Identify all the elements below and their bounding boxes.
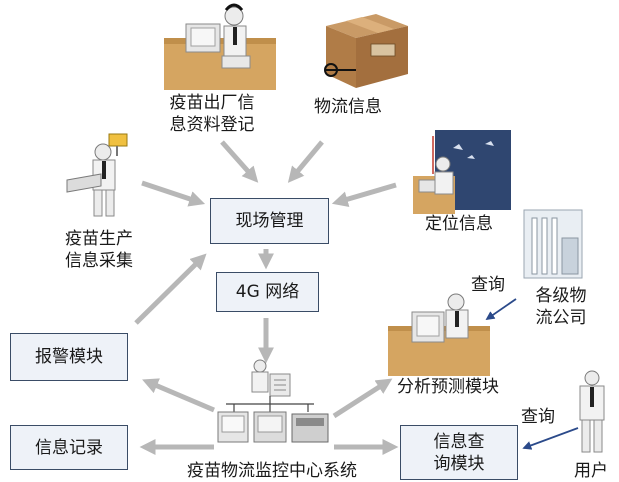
arrow-registration-to-site: [220, 140, 259, 183]
location-monitor-icon: [413, 130, 511, 214]
info-query-box: 信息查询模块: [400, 425, 518, 480]
info-record-box: 信息记录: [10, 425, 128, 470]
production-collection-label: 疫苗生产信息采集: [65, 229, 133, 271]
arrow-location-to-site: [331, 182, 397, 207]
arrow-center-to-analysis: [332, 378, 393, 419]
site-management-box: 现场管理: [210, 198, 329, 244]
arrow-production-to-site: [141, 180, 206, 207]
user-query-label: 查询: [521, 407, 555, 427]
location-info-label: 定位信息: [425, 214, 493, 234]
analyst-worker-icon: [388, 293, 490, 376]
arrow-companies-query: [485, 298, 517, 321]
server-center-icon: [217, 359, 329, 443]
alarm-module-box: 报警模块: [10, 333, 128, 381]
package-box-icon: [324, 14, 408, 88]
collection-worker-icon: [66, 133, 128, 217]
user-figure-icon: [579, 370, 605, 453]
arrow-logistics-to-site: [287, 140, 324, 183]
center-system-label: 疫苗物流监控中心系统: [187, 461, 357, 481]
analysis-label: 分析预测模块: [397, 377, 499, 397]
registration-label: 疫苗出厂信息资料登记: [169, 93, 255, 135]
arrow-user-query: [522, 427, 579, 450]
arrow-center-to-site: [134, 253, 207, 325]
logistics-info-label: 物流信息: [314, 97, 382, 117]
companies-label: 各级物流公司: [535, 286, 587, 328]
warehouse-icon: [523, 209, 583, 279]
registration-worker-icon: [164, 3, 276, 90]
network-4g-box: 4G 网络: [216, 272, 319, 312]
companies-query-label: 查询: [471, 275, 505, 295]
arrow-center-to-alarm: [142, 378, 215, 413]
user-label: 用户: [574, 461, 608, 481]
